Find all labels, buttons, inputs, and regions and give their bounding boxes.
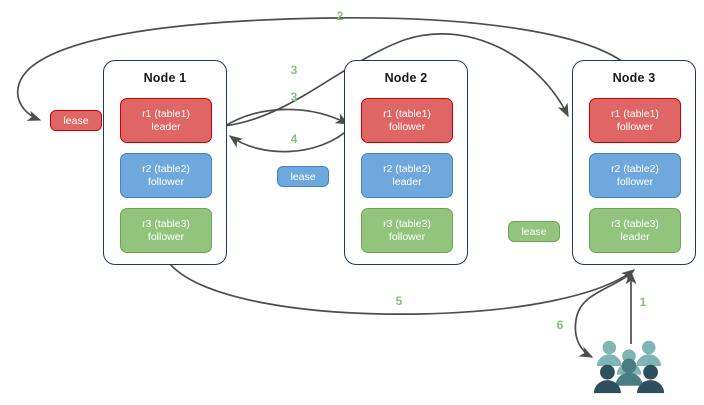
node-title: Node 3	[612, 71, 656, 85]
replica-node1-r3[interactable]: r3 (table3) follower	[120, 208, 212, 253]
lease-label: lease	[521, 225, 547, 238]
lease-label: lease	[290, 170, 316, 183]
replica-role: leader	[151, 120, 181, 133]
step-label-4: 4	[290, 132, 298, 146]
edge-3-short	[221, 108, 350, 129]
step-label-6: 6	[556, 318, 564, 332]
lease-chip-r3[interactable]: lease	[508, 221, 560, 242]
replica-name: r3 (table3)	[611, 217, 659, 230]
replica-name: r1 (table1)	[142, 107, 190, 120]
replica-role: follower	[616, 120, 654, 133]
replica-name: r1 (table1)	[383, 107, 431, 120]
replica-role: follower	[616, 175, 654, 188]
replica-name: r2 (table2)	[383, 162, 431, 175]
node-box-node3[interactable]: Node 3 r1 (table1) follower r2 (table2) …	[572, 60, 696, 265]
replica-name: r3 (table3)	[383, 217, 431, 230]
lease-chip-r1[interactable]: lease	[50, 110, 102, 131]
step-label-1: 1	[639, 295, 647, 309]
replica-node3-r1[interactable]: r1 (table1) follower	[589, 98, 681, 143]
replica-node1-r2[interactable]: r2 (table2) follower	[120, 153, 212, 198]
step-label-2: 2	[336, 9, 344, 23]
replica-role: follower	[147, 230, 185, 243]
replica-name: r2 (table2)	[611, 162, 659, 175]
replica-role: follower	[388, 230, 426, 243]
replica-name: r2 (table2)	[142, 162, 190, 175]
replica-node2-r1[interactable]: r1 (table1) follower	[361, 98, 453, 143]
lease-chip-r2[interactable]: lease	[277, 166, 329, 187]
replica-role: follower	[147, 175, 185, 188]
replica-name: r3 (table3)	[142, 217, 190, 230]
node-box-node1[interactable]: Node 1 r1 (table1) leader r2 (table2) fo…	[103, 60, 227, 265]
replica-role: follower	[388, 120, 426, 133]
replica-node2-r3[interactable]: r3 (table3) follower	[361, 208, 453, 253]
replica-name: r1 (table1)	[611, 107, 659, 120]
step-label-5: 5	[395, 294, 403, 308]
node-box-node2[interactable]: Node 2 r1 (table1) follower r2 (table2) …	[344, 60, 468, 265]
replica-node1-r1[interactable]: r1 (table1) leader	[120, 98, 212, 143]
step-label-3-short: 3	[290, 90, 298, 104]
node-title: Node 1	[143, 71, 187, 85]
replica-node3-r2[interactable]: r2 (table2) follower	[589, 153, 681, 198]
node-title: Node 2	[384, 71, 428, 85]
step-label-3-long: 3	[290, 63, 298, 77]
replica-node2-r2[interactable]: r2 (table2) leader	[361, 153, 453, 198]
users-icon	[593, 340, 665, 394]
replica-role: leader	[620, 230, 650, 243]
replica-node3-r3[interactable]: r3 (table3) leader	[589, 208, 681, 253]
lease-label: lease	[63, 114, 89, 127]
replica-role: leader	[392, 175, 422, 188]
